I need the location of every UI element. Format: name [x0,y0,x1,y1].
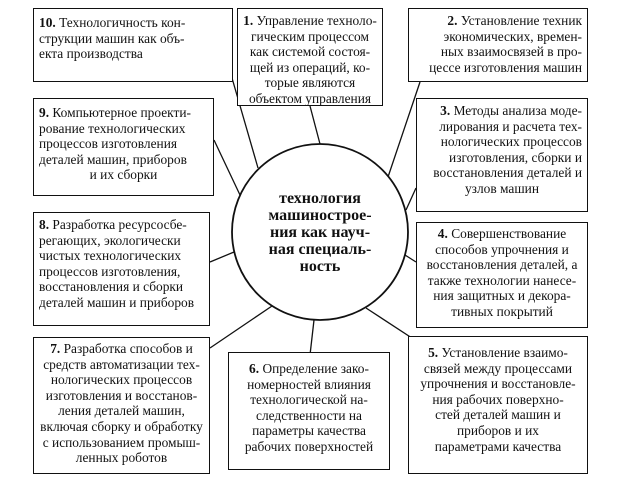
center-line: технология [279,189,361,207]
topic-number: 5. [428,345,439,360]
topic-line: Установление взаимо- [441,345,568,360]
topic-line: рабочих поверхностей [244,438,374,454]
topic-line: чистых технологических [39,248,182,264]
topic-line: упрочнения и восстановле- [420,376,576,392]
topic-line: Разработка ресурсосбе- [52,217,187,232]
connector-line-6 [309,319,315,356]
topic-box-4: 4. Совершенствование способов упрочнения… [416,222,588,328]
topic-line: екта производства [39,46,143,62]
topic-line: нологических процессов [50,372,193,388]
topic-line: как системой состоя- [249,44,371,60]
topic-line: способов упрочнения и [435,241,569,257]
topic-number: 9. [39,105,50,120]
topic-line: изготовления, сборки и [449,149,582,165]
topic-line: с использованием промыш- [42,434,201,450]
topic-box-3: 3. Методы анализа моде- лирования и расч… [416,98,588,212]
topic-line: ния рабочих поверхно- [432,391,564,407]
connector-line-4 [404,254,417,263]
topic-line: узлов машин [464,180,539,196]
topic-line: связей между процессами [423,360,573,376]
topic-line: гическим процессом [251,28,369,44]
topic-line: технологической на- [250,392,368,408]
central-concept-label: технология машиностроe- ния как науч- на… [236,166,404,298]
topic-line: Методы анализа моде- [453,103,582,118]
topic-line: щей из операций, ко- [249,59,371,75]
topic-number: 8. [39,217,50,232]
topic-line: Управление техноло- [256,13,377,28]
topic-line: ных взаимосвязей в про- [440,44,582,60]
topic-line: процессов изготовления [39,136,178,152]
topic-line: тивных покрытий [451,303,553,319]
topic-line: включая сборку и обработку [40,418,203,434]
topic-line: средств автоматизации тех- [43,356,200,372]
topic-line: Определение зако- [262,361,369,376]
center-line: ния как науч- [269,223,371,241]
topic-number: 7. [50,341,61,356]
topic-line: ния защитных и декора- [433,288,571,304]
topic-line: цессе изготовления машин [429,59,582,75]
topic-box-8: 8. Разработка ресурсосбе- регающих, экол… [33,212,210,326]
topic-line: объектом управления [248,90,372,106]
topic-line: деталей машин и приборов [39,294,195,310]
topic-box-2: 2. Установление техник экономических, вр… [408,8,588,82]
topic-box-7: 7. Разработка способов и средств автомат… [33,337,210,474]
topic-line: следственности на [256,407,362,423]
topic-number: 3. [440,103,451,118]
topic-line: экономических, времен- [443,28,582,44]
topic-line: лирования и расчета тех- [439,118,582,134]
topic-line: восстановления деталей и [433,165,582,181]
topic-line: струкции машин как объ- [39,30,185,46]
topic-box-9: 9. Компьютерное проекти- рование техноло… [33,98,214,196]
connector-line-7 [209,305,273,349]
topic-line: Технологичность кон- [59,15,186,30]
topic-line: рование технологических [39,120,186,136]
topic-number: 4. [437,226,448,241]
topic-number: 1. [243,13,254,28]
topic-line: параметры качества [252,423,366,439]
topic-line: стей деталей машин и [435,407,561,423]
topic-line: также технологии нанесе- [427,272,577,288]
center-line: машиностроe- [268,206,372,224]
topic-number: 10. [39,15,56,30]
topic-line: параметрами качества [434,438,562,454]
topic-line: восстановления и сборки [39,279,184,295]
connector-line-8 [209,251,235,263]
topic-line: нологических процессов [440,134,582,150]
topic-line: номерностей влияния [247,376,371,392]
topic-number: 2. [447,13,458,28]
topic-box-5: 5. Установление взаимо- связей между про… [408,336,588,474]
topic-number: 6. [249,361,260,376]
connector-line-2 [387,81,421,178]
topic-line: процессов изготовления, [39,263,181,279]
center-line: ность [299,257,341,275]
topic-line: восстановления деталей, а [426,257,578,273]
topic-line: Установление техник [460,13,582,28]
topic-line: приборов и их [457,422,539,438]
topic-line: регающих, экологически [39,232,181,248]
topic-line: Совершенствование [451,226,567,241]
connector-line-1 [309,105,321,145]
connector-line-3 [405,187,417,211]
topic-line: изготовления и восстанов- [45,387,198,403]
topic-line: ленных роботов [75,450,168,466]
connector-line-10 [231,77,259,169]
topic-line: деталей машин, приборов [39,151,187,167]
topic-box-1: 1. Управление техноло- гическим процессо… [237,8,383,106]
center-line: ная специаль- [268,240,372,258]
topic-line: Разработка способов и [63,341,193,356]
connector-line-9 [213,139,241,196]
topic-line: ления деталей машин, [58,403,185,419]
topic-line: торые являются [264,75,356,91]
topic-box-6: 6. Определение зако- номерностей влияния… [228,352,390,470]
topic-line: Компьютерное проекти- [52,105,191,120]
topic-line: и их сборки [89,167,158,183]
topic-box-10: 10. Технологичность кон- струкции машин … [33,8,233,82]
